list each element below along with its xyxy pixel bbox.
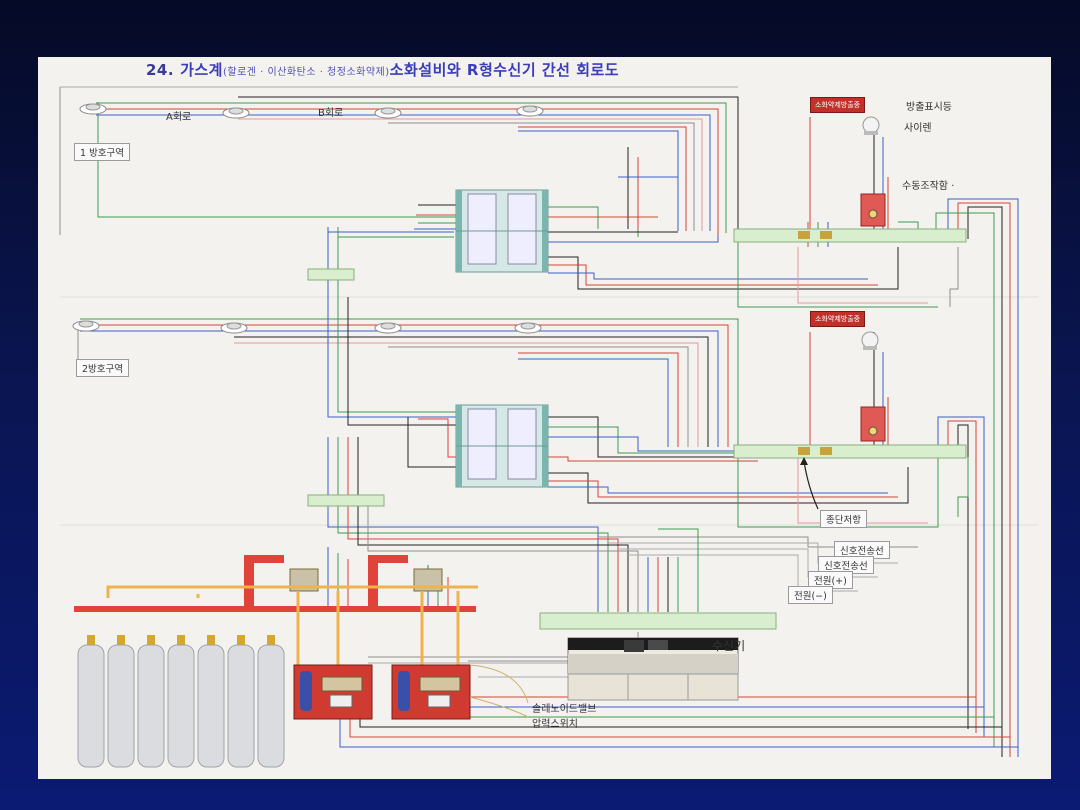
zone2-wiring (77, 227, 985, 737)
gas-cylinder-icon (197, 635, 225, 768)
smoke-detector-icon (514, 322, 542, 334)
manual-box-zone2 (860, 406, 886, 442)
gas-cylinders (77, 635, 285, 768)
terminal-block-zone2 (733, 444, 967, 459)
starter-panel-1 (293, 664, 373, 720)
siren-label: 사이렌 (904, 123, 932, 134)
gas-cylinder-icon (227, 635, 255, 768)
zone1-label: 1 방호구역 (74, 143, 131, 161)
smoke-detector-icon (72, 320, 100, 332)
receiver-panel (567, 637, 739, 701)
relay-module-zone2 (455, 404, 549, 488)
title-rest: 소화설비와 R형수신기 간선 회로도 (389, 61, 620, 79)
title-main: 가스계 (180, 61, 223, 79)
zone2-detectors (72, 320, 542, 334)
relay-module-zone1 (455, 189, 549, 273)
agent-manifold (74, 555, 478, 665)
smoke-detector-icon (516, 105, 544, 117)
discharge-lamp-zone1: 소화약제방출중 (810, 97, 866, 113)
zone1-detectors (79, 103, 544, 119)
terminal-block-small-2 (307, 494, 385, 507)
gas-cylinder-icon (167, 635, 195, 768)
gas-cylinder-icon (77, 635, 105, 768)
wiring-diagram (59, 86, 1038, 768)
end-resistor-arrow (800, 457, 819, 510)
pressure-switch-label: 압력스위치 (532, 719, 578, 730)
gas-cylinder-icon (137, 635, 165, 768)
smoke-detector-icon (374, 107, 402, 119)
smoke-detector-icon (220, 322, 248, 334)
zone2-label: 2방호구역 (76, 359, 130, 377)
power-minus-label: 전원(−) (788, 586, 833, 604)
zone1-wiring (59, 86, 1019, 757)
siren-icon (861, 331, 879, 350)
smoke-detector-icon (79, 103, 107, 115)
manual-box-label: 수동조작함 · (902, 181, 955, 192)
siren-icon (862, 116, 880, 135)
receiver-label: 수신기 (712, 639, 746, 653)
title-paren: (할로겐 · 이산화탄소 · 청정소화약제) (222, 67, 390, 78)
terminal-block-zone1 (733, 228, 967, 243)
circuit-b-label: B회로 (318, 108, 344, 119)
gas-cylinder-icon (107, 635, 135, 768)
terminal-block-receiver (539, 612, 777, 630)
smoke-detector-icon (374, 322, 402, 334)
diagram-title: 24. 가스계(할로겐 · 이산화탄소 · 청정소화약제)소화설비와 R형수신기 … (146, 59, 619, 80)
terminal-block-small-1 (307, 268, 355, 281)
starter-panel-2 (391, 664, 471, 720)
end-resistor-label: 종단저항 (820, 510, 867, 528)
discharge-lamp-zone2: 소화약제방출중 (810, 311, 866, 327)
gas-cylinder-icon (257, 635, 285, 768)
manual-box-zone1 (860, 193, 886, 227)
circuit-a-label: A회로 (166, 112, 192, 123)
title-number: 24. (146, 61, 175, 79)
diagram-sheet: 24. 가스계(할로겐 · 이산화탄소 · 청정소화약제)소화설비와 R형수신기 … (38, 57, 1051, 779)
solenoid-valve-label: 솔레노이드밸브 (532, 704, 597, 715)
discharge-lamp-label: 방출표시등 (906, 102, 952, 113)
smoke-detector-icon (222, 107, 250, 119)
